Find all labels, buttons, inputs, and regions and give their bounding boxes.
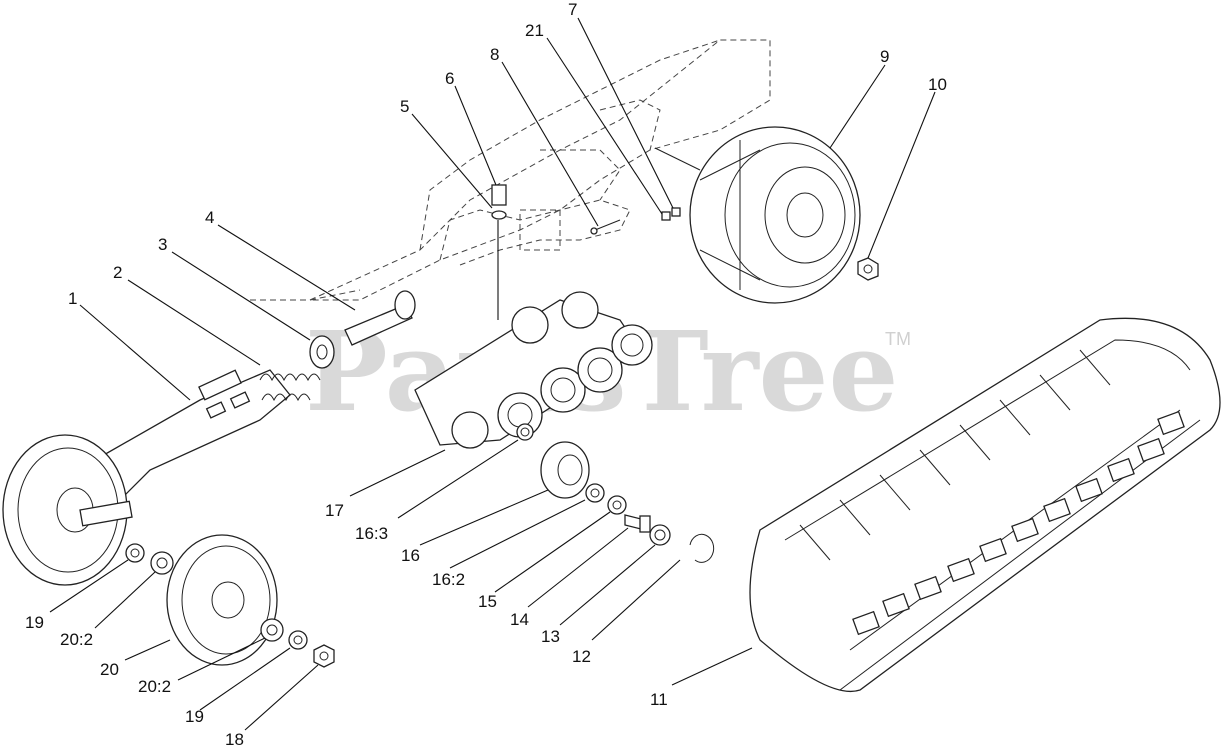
leader-16	[419, 489, 549, 546]
part-bearing-16-3	[516, 423, 534, 441]
leader-lines	[49, 17, 936, 731]
part-spring	[259, 373, 321, 402]
part-bearing-16-2	[585, 483, 605, 503]
leader-11	[671, 647, 753, 686]
callout-11: 11	[650, 690, 668, 709]
leader-9	[829, 64, 886, 149]
callout-15: 15	[478, 592, 497, 611]
callout-20-2b: 20:2	[138, 677, 171, 696]
callout-7: 7	[568, 0, 577, 19]
part-snap-ring-12	[689, 533, 715, 563]
leader-12	[591, 559, 681, 641]
part-sprocket-nut	[857, 257, 879, 281]
frame-outline	[250, 39, 771, 301]
callout-14: 14	[510, 610, 529, 629]
callout-1: 1	[68, 289, 77, 308]
callout-19a: 19	[25, 613, 44, 632]
callout-20: 20	[100, 660, 119, 679]
leader-2	[127, 279, 261, 366]
part-bearing-20-2a	[150, 551, 174, 575]
leader-20	[124, 639, 171, 661]
callout-2: 2	[113, 263, 122, 282]
part-cap-13	[649, 524, 671, 546]
part-bolt-washer	[491, 184, 507, 320]
leader-17	[349, 449, 446, 497]
leader-1	[79, 304, 191, 401]
callout-5: 5	[400, 97, 409, 116]
leader-19b	[199, 647, 291, 711]
leader-20-2a	[94, 571, 156, 629]
part-roller-bogie	[414, 291, 653, 449]
callout-labels: 1 2 3 4 5 6 7 8 9 10 11 12 13 14 15 16 1…	[25, 0, 947, 749]
part-nut-18	[313, 644, 335, 668]
callout-12: 12	[572, 647, 591, 666]
leader-14	[527, 527, 629, 608]
leader-20-2b	[177, 637, 266, 681]
callout-18: 18	[225, 730, 244, 749]
callout-10: 10	[928, 75, 947, 94]
callout-16: 16	[401, 546, 420, 565]
part-washer-15	[607, 495, 627, 515]
part-adjuster-bolt	[344, 290, 416, 346]
leader-21	[546, 37, 663, 215]
part-track-roller	[540, 441, 590, 499]
callout-16-3: 16:3	[355, 524, 388, 543]
track-lugs	[852, 410, 1185, 636]
part-idler-wheel-front	[166, 534, 278, 666]
leader-16-2	[449, 499, 586, 569]
leader-19a	[49, 559, 129, 613]
part-pin-bolt	[590, 219, 621, 235]
leader-13	[559, 544, 656, 626]
callout-19b: 19	[185, 707, 204, 726]
leader-3	[171, 251, 311, 341]
part-drive-sprocket	[654, 126, 861, 304]
leader-15	[494, 511, 611, 593]
part-tension-arm	[94, 369, 291, 502]
part-washer-19b	[288, 630, 308, 650]
leader-5	[411, 113, 493, 209]
callout-13: 13	[541, 627, 560, 646]
callout-8: 8	[490, 45, 499, 64]
callout-6: 6	[445, 69, 454, 88]
callout-21: 21	[525, 21, 544, 40]
leader-16-3	[397, 439, 519, 519]
part-idler-wheel-rear	[2, 434, 133, 586]
leader-4	[217, 224, 356, 311]
track-treads	[799, 349, 1111, 561]
leader-6	[454, 85, 497, 186]
callout-17: 17	[325, 501, 344, 520]
leader-7	[577, 17, 674, 209]
part-rubber-track	[749, 317, 1221, 692]
part-washer-19a	[125, 543, 145, 563]
callout-16-2: 16:2	[432, 570, 465, 589]
watermark-trademark: TM	[885, 329, 911, 349]
leader-18	[244, 664, 319, 731]
leader-10	[867, 91, 936, 259]
callout-20-2a: 20:2	[60, 630, 93, 649]
part-adjuster-nut	[309, 335, 335, 369]
callout-4: 4	[205, 208, 214, 227]
leader-8	[501, 61, 599, 227]
part-fittings	[661, 207, 681, 221]
callout-3: 3	[158, 235, 167, 254]
callout-9: 9	[880, 47, 889, 66]
part-bolt-14	[624, 514, 651, 533]
part-bearing-20-2b	[260, 618, 284, 642]
